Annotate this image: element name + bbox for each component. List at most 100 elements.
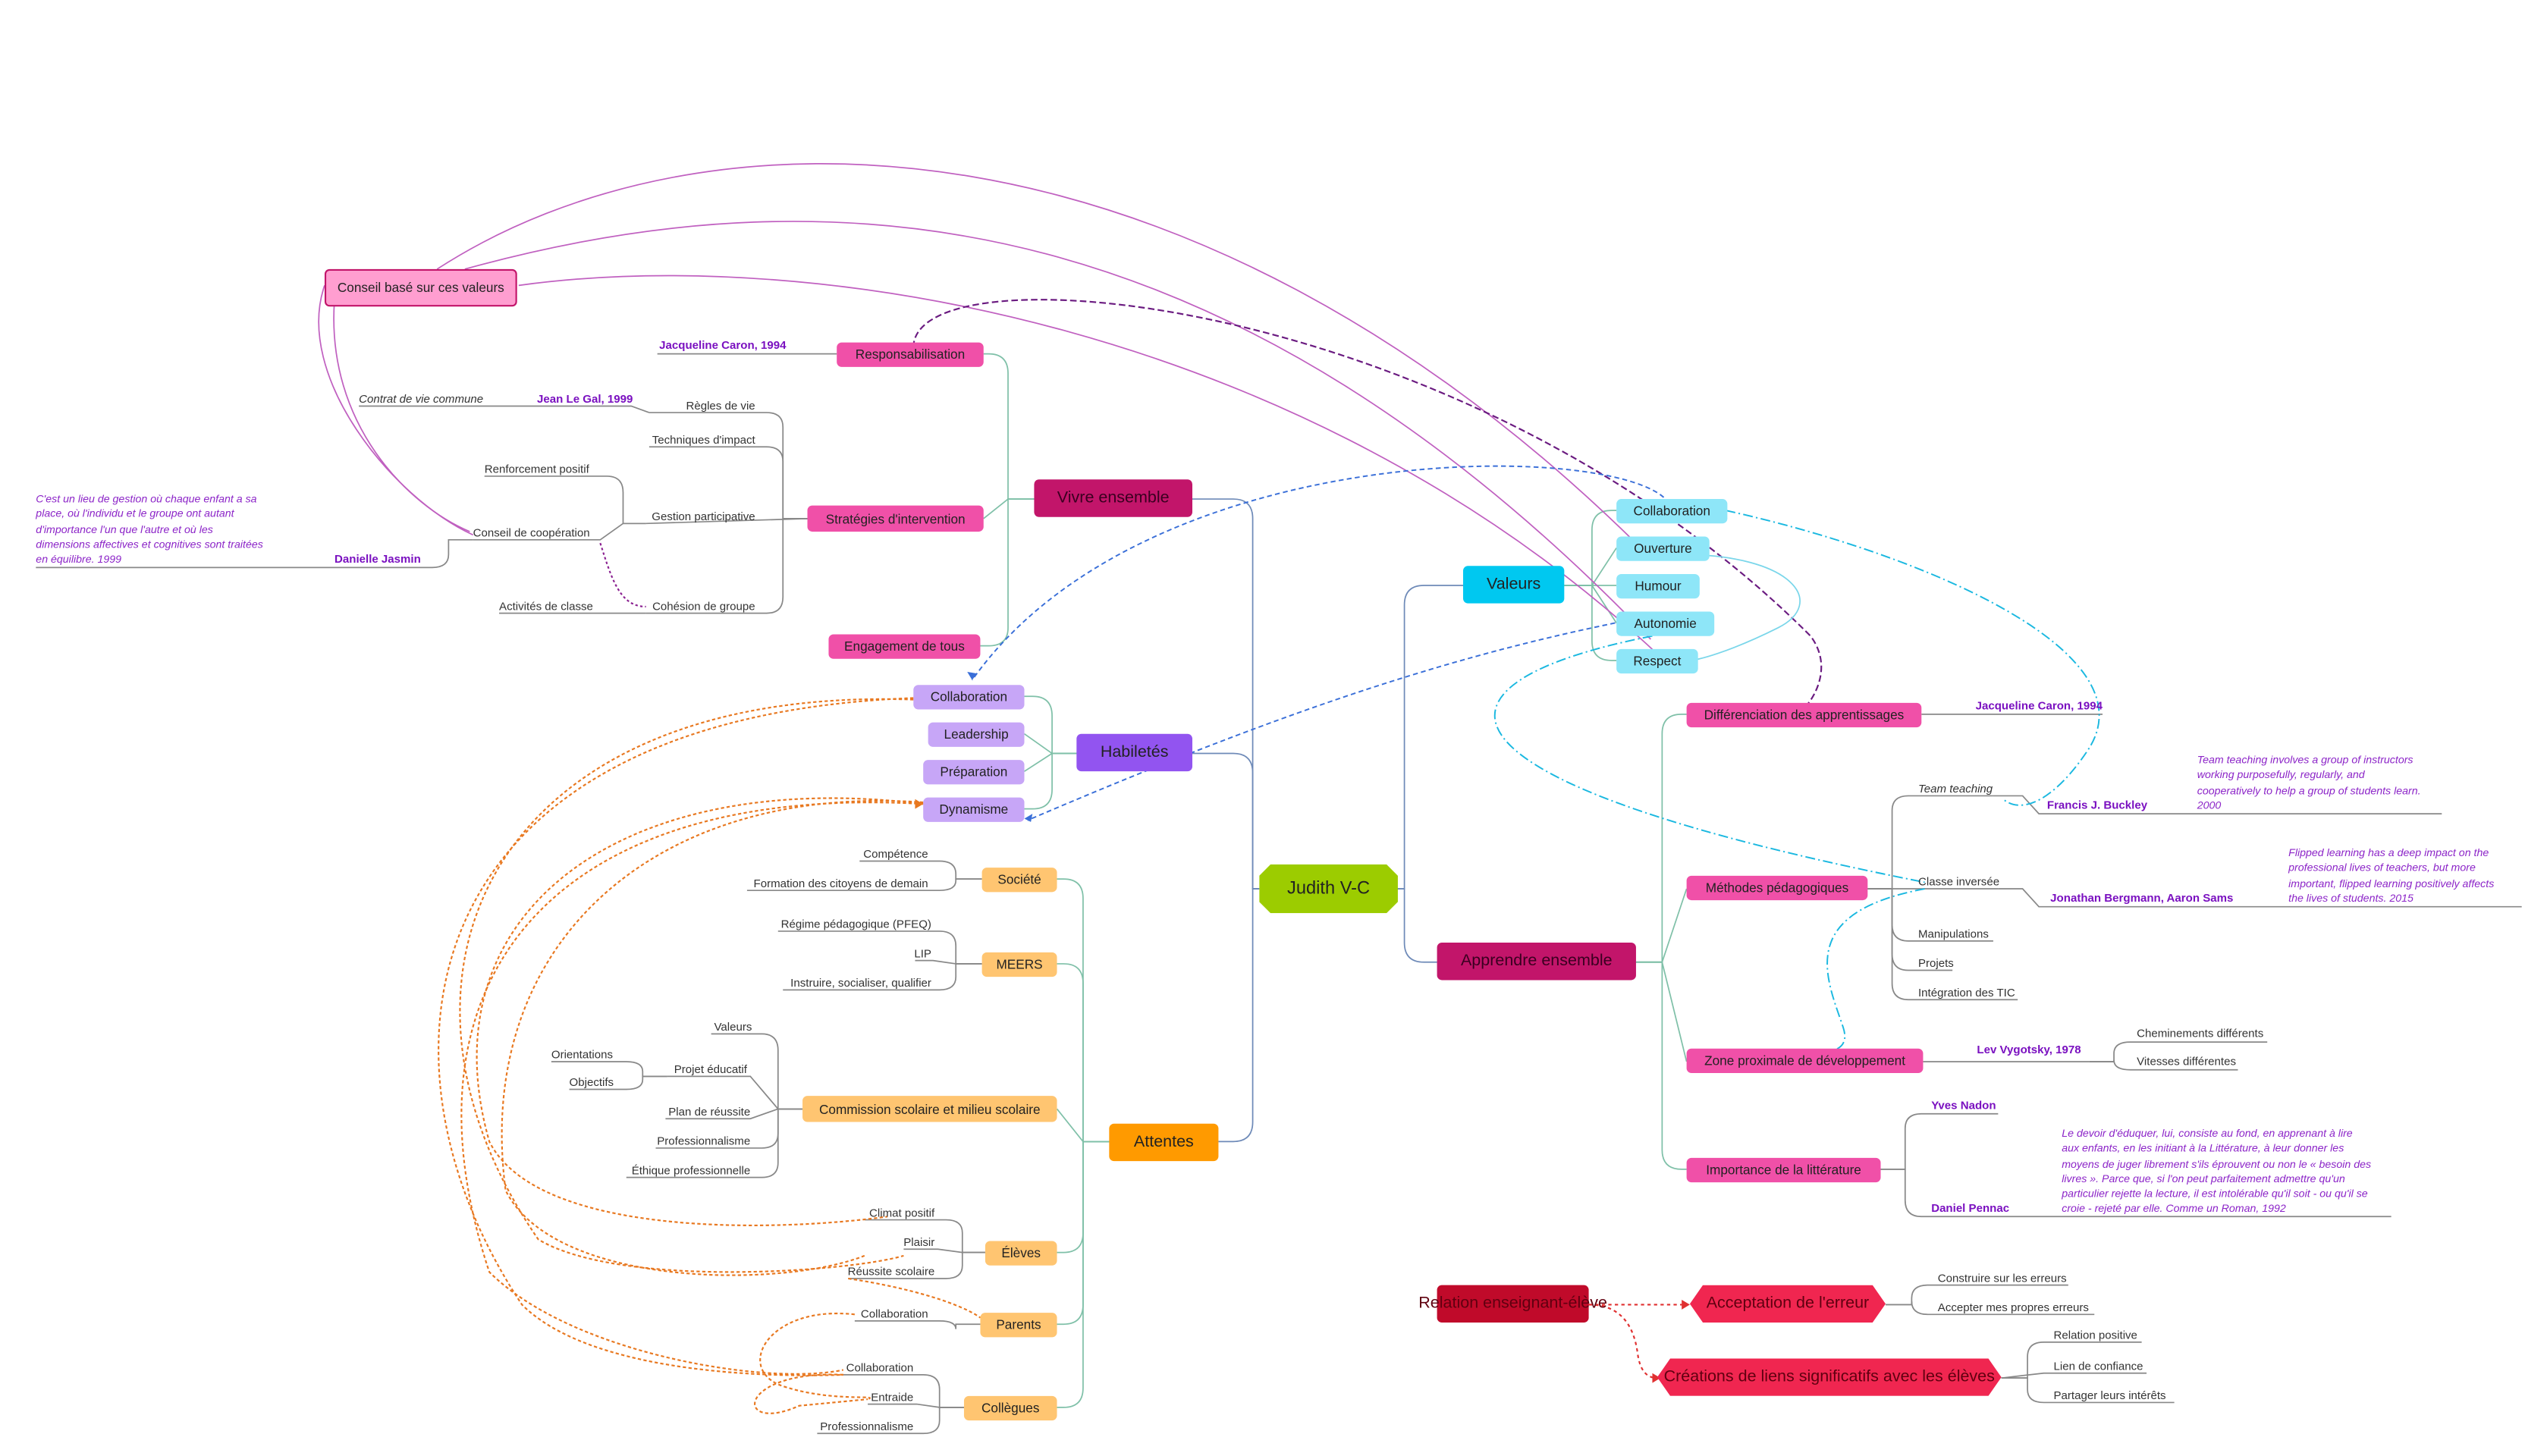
author-nadon: Yves Nadon xyxy=(1931,1100,1996,1112)
subtopic-objectifs[interactable]: Objectifs xyxy=(569,1078,614,1090)
author-bergmann: Jonathan Bergmann, Aaron Sams xyxy=(2050,893,2234,905)
branch-valeurs[interactable]: Valeurs xyxy=(1462,566,1565,604)
topic-differenciation[interactable]: Différenciation des apprentissages xyxy=(1686,702,1922,728)
subtopic-lip[interactable]: LIP xyxy=(914,949,931,961)
subtopic-competence[interactable]: Compétence xyxy=(863,849,928,861)
subtopic-valeurs[interactable]: Valeurs xyxy=(714,1022,752,1034)
subtopic-tic[interactable]: Intégration des TIC xyxy=(1917,988,2015,1000)
subtopic-lien-confiance[interactable]: Lien de confiance xyxy=(2053,1361,2143,1373)
topic-strategies[interactable]: Stratégies d'intervention xyxy=(807,505,984,532)
topic-autonomie[interactable]: Autonomie xyxy=(1616,611,1715,636)
arrowheads-orange xyxy=(915,799,924,809)
relation-autonomie-dynamisme xyxy=(1027,619,1632,821)
relation-collaboration-habiletes xyxy=(971,465,1665,681)
central-topic[interactable]: Judith V-C xyxy=(1259,864,1398,914)
subtopic-classe-inversee[interactable]: Classe inversée xyxy=(1917,877,2000,890)
branch-habiletes[interactable]: Habiletés xyxy=(1076,733,1193,772)
topic-conseil-valeurs[interactable]: Conseil basé sur ces valeurs xyxy=(324,268,517,307)
author-vygotsky: Lev Vygotsky, 1978 xyxy=(1977,1045,2081,1057)
subtopic-relation-positive[interactable]: Relation positive xyxy=(2053,1330,2137,1342)
arrowheads-red xyxy=(1652,1299,1690,1383)
topic-collaboration-habiletes[interactable]: Collaboration xyxy=(913,685,1025,710)
author-legal: Jean Le Gal, 1999 xyxy=(537,394,633,406)
subtopic-projets[interactable]: Projets xyxy=(1917,959,1954,971)
habiletes-connectors xyxy=(1024,695,1077,810)
author-jasmin: Danielle Jasmin xyxy=(334,554,421,566)
topic-eleves[interactable]: Élèves xyxy=(985,1241,1057,1266)
topic-preparation[interactable]: Préparation xyxy=(923,760,1025,785)
topic-respect[interactable]: Respect xyxy=(1616,648,1698,674)
relation-classe-zone xyxy=(1820,888,1925,1053)
relation-collaboration-team xyxy=(1726,510,2100,806)
floating-subconnectors xyxy=(1885,1284,2175,1404)
subtopic-accepter[interactable]: Accepter mes propres erreurs xyxy=(1937,1303,2089,1315)
subtopic-reussite[interactable]: Réussite scolaire xyxy=(847,1266,935,1279)
vivre-subconnectors xyxy=(36,353,837,614)
subtopic-regles[interactable]: Règles de vie xyxy=(686,401,755,413)
subtopic-interets[interactable]: Partager leurs intérêts xyxy=(2053,1391,2166,1403)
author-caron-vivre: Jacqueline Caron, 1994 xyxy=(659,340,787,353)
subtopic-plan[interactable]: Plan de réussite xyxy=(668,1107,751,1119)
topic-litterature[interactable]: Importance de la littérature xyxy=(1686,1157,1881,1183)
topic-humour[interactable]: Humour xyxy=(1616,573,1700,599)
subtopic-renforcement[interactable]: Renforcement positif xyxy=(484,464,589,476)
topic-parents[interactable]: Parents xyxy=(980,1313,1057,1338)
subtopic-projet[interactable]: Projet éducatif xyxy=(674,1065,747,1077)
branch-attentes[interactable]: Attentes xyxy=(1109,1123,1219,1162)
subtopic-team-teaching[interactable]: Team teaching xyxy=(1917,784,1993,796)
subtopic-instruire[interactable]: Instruire, socialiser, qualifier xyxy=(790,978,931,990)
subtopic-entraide[interactable]: Entraide xyxy=(871,1392,914,1404)
subtopic-plaisir[interactable]: Plaisir xyxy=(903,1238,935,1250)
subtopic-professionnalisme-col[interactable]: Professionnalisme xyxy=(820,1422,914,1434)
subtopic-orientations[interactable]: Orientations xyxy=(551,1050,614,1062)
apprendre-connectors xyxy=(1635,714,1688,1170)
subtopic-activites[interactable]: Activités de classe xyxy=(499,601,593,613)
subtopic-conseil-cooperation[interactable]: Conseil de coopération xyxy=(473,528,590,540)
apprendre-subconnectors xyxy=(1867,714,2522,1218)
branch-vivre-ensemble[interactable]: Vivre ensemble xyxy=(1034,479,1193,517)
subtopic-professionnalisme-cs[interactable]: Professionnalisme xyxy=(657,1136,751,1148)
relation-ouverture-respect xyxy=(1680,554,1801,661)
attentes-connectors xyxy=(1056,878,1110,1408)
topic-responsabilisation[interactable]: Responsabilisation xyxy=(837,342,984,367)
topic-collegues[interactable]: Collègues xyxy=(963,1395,1057,1421)
author-caron-apprendre: Jacqueline Caron, 1994 xyxy=(1975,701,2103,713)
subtopic-construire[interactable]: Construire sur les erreurs xyxy=(1937,1273,2067,1285)
arrowheads-blue xyxy=(967,672,1033,822)
subtopic-gestion[interactable]: Gestion participative xyxy=(652,512,755,524)
floating-topic-relation[interactable]: Relation enseignant-élève xyxy=(1418,1285,1607,1323)
subtopic-collaboration-parents[interactable]: Collaboration xyxy=(860,1309,928,1321)
relation-responsabilisation xyxy=(912,299,1823,705)
subtopic-formation[interactable]: Formation des citoyens de demain xyxy=(753,879,928,891)
topic-creations-liens[interactable]: Créations de liens significatifs avec le… xyxy=(1657,1358,2002,1395)
subtopic-vitesses[interactable]: Vitesses différentes xyxy=(2137,1056,2236,1068)
attentes-subconnectors xyxy=(551,860,985,1435)
quote-jasmin: C'est un lieu de gestion où chaque enfan… xyxy=(36,494,263,566)
topic-engagement[interactable]: Engagement de tous xyxy=(828,634,981,659)
subtopic-manipulations[interactable]: Manipulations xyxy=(1917,929,1989,941)
subtopic-cheminements[interactable]: Cheminements différents xyxy=(2137,1028,2264,1041)
topic-dynamisme[interactable]: Dynamisme xyxy=(923,797,1025,822)
relation-orange xyxy=(438,697,981,1414)
topic-collaboration-valeurs[interactable]: Collaboration xyxy=(1616,499,1728,524)
topic-methodes[interactable]: Méthodes pédagogiques xyxy=(1686,875,1868,901)
topic-ouverture[interactable]: Ouverture xyxy=(1616,536,1710,561)
topic-leadership[interactable]: Leadership xyxy=(928,722,1025,747)
subtopic-climat[interactable]: Climat positif xyxy=(869,1208,935,1220)
branch-apprendre-ensemble[interactable]: Apprendre ensemble xyxy=(1437,942,1636,981)
topic-commission[interactable]: Commission scolaire et milieu scolaire xyxy=(802,1096,1057,1122)
subtopic-cohesion[interactable]: Cohésion de groupe xyxy=(652,601,755,613)
relation-conseil-valeurs xyxy=(318,163,1657,653)
topic-acceptation-erreur[interactable]: Acceptation de l'erreur xyxy=(1690,1285,1886,1323)
subtopic-regime[interactable]: Régime pédagogique (PFEQ) xyxy=(780,919,931,931)
topic-societe[interactable]: Société xyxy=(981,868,1057,893)
subtopic-techniques[interactable]: Techniques d'impact xyxy=(652,435,755,447)
topic-zone-proximale[interactable]: Zone proximale de développement xyxy=(1686,1048,1924,1074)
topic-meers[interactable]: MEERS xyxy=(981,952,1057,977)
subtopic-contrat[interactable]: Contrat de vie commune xyxy=(359,394,484,406)
vivre-connectors xyxy=(967,353,1035,647)
subtopic-collaboration-collegues[interactable]: Collaboration xyxy=(846,1363,914,1375)
subtopic-ethique[interactable]: Éthique professionnelle xyxy=(631,1166,751,1178)
